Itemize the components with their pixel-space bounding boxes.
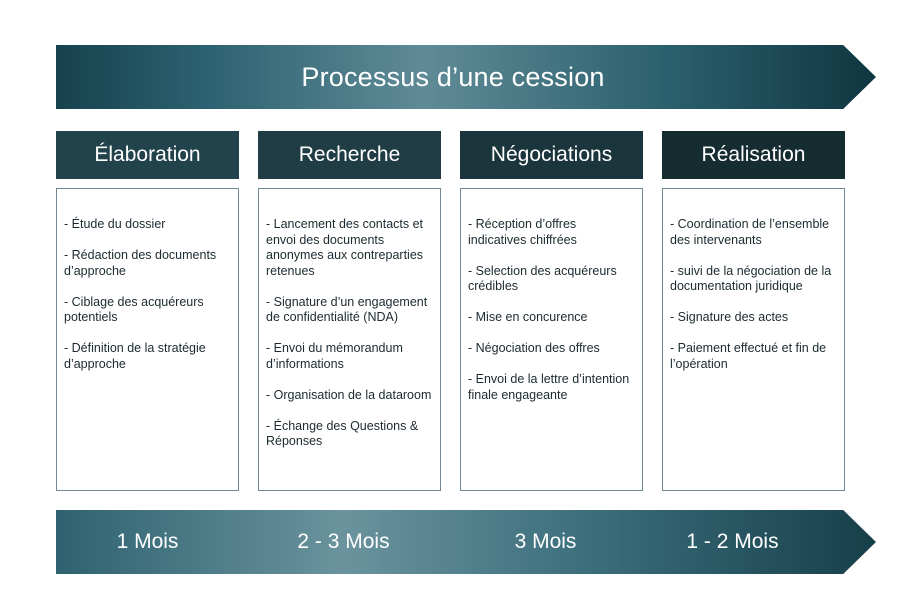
phase-steps-realisation: - Coordination de l’ensemble des interve… [662, 188, 845, 491]
duration-negociations: 3 Mois [514, 530, 577, 553]
phase-header-recherche: Recherche [258, 131, 441, 179]
phase-steps-elaboration: - Étude du dossier - Rédaction des docum… [56, 188, 239, 491]
duration-realisation: 1 - 2 Mois [686, 530, 779, 553]
step-item: - Paiement effectué et fin de l’opératio… [670, 341, 827, 371]
step-list: - Coordination de l’ensemble des interve… [670, 217, 837, 372]
duration-elaboration: 1 Mois [116, 530, 179, 553]
step-item: - Signature des actes [670, 310, 789, 324]
phase-title: Recherche [298, 143, 401, 166]
step-item: - Envoi du mémorandum d’informations [266, 341, 403, 371]
step-item: - Négociation des offres [468, 341, 600, 355]
step-item: - Étude du dossier [64, 217, 166, 231]
step-item: - suivi de la négociation de la document… [670, 263, 832, 294]
phase-title: Élaboration [94, 143, 201, 166]
step-item: - Réception d’offres indicatives chiffré… [468, 217, 577, 247]
phase-steps-negociations: - Réception d’offres indicatives chiffré… [460, 188, 643, 491]
step-item: - Définition de la stratégie d’approche [64, 341, 206, 371]
process-title-arrow: Processus d’une cession [56, 45, 876, 109]
step-list: - Réception d’offres indicatives chiffré… [468, 217, 635, 403]
step-item: - Ciblage des acquéreurs potentiels [64, 294, 204, 325]
step-item: - Mise en concurence [468, 310, 588, 324]
phase-header-negociations: Négociations [460, 131, 643, 179]
phase-header-realisation: Réalisation [662, 131, 845, 179]
step-item: - Coordination de l’ensemble des interve… [670, 217, 830, 247]
phase-title: Négociations [490, 143, 613, 166]
phase-title: Réalisation [701, 143, 806, 166]
duration-arrow: 1 Mois 2 - 3 Mois 3 Mois 1 - 2 Mois [56, 510, 876, 574]
step-item: - Signature d’un engagement de confident… [266, 294, 428, 325]
step-list: - Étude du dossier - Rédaction des docum… [64, 217, 231, 372]
step-item: - Organisation de la dataroom [266, 387, 432, 402]
process-title: Processus d’une cession [301, 61, 605, 92]
phase-header-elaboration: Élaboration [56, 131, 239, 179]
step-item: - Selection des acquéreurs crédibles [468, 263, 617, 294]
duration-recherche: 2 - 3 Mois [297, 530, 390, 553]
step-item: - Lancement des contacts et envoi des do… [266, 217, 424, 278]
phase-steps-recherche: - Lancement des contacts et envoi des do… [258, 188, 441, 491]
step-item: - Échange des Questions & Réponses [266, 418, 419, 449]
step-item: - Envoi de la lettre d’intention finale … [468, 372, 630, 402]
step-list: - Lancement des contacts et envoi des do… [266, 217, 433, 450]
step-item: - Rédaction des documents d’approche [64, 248, 231, 278]
